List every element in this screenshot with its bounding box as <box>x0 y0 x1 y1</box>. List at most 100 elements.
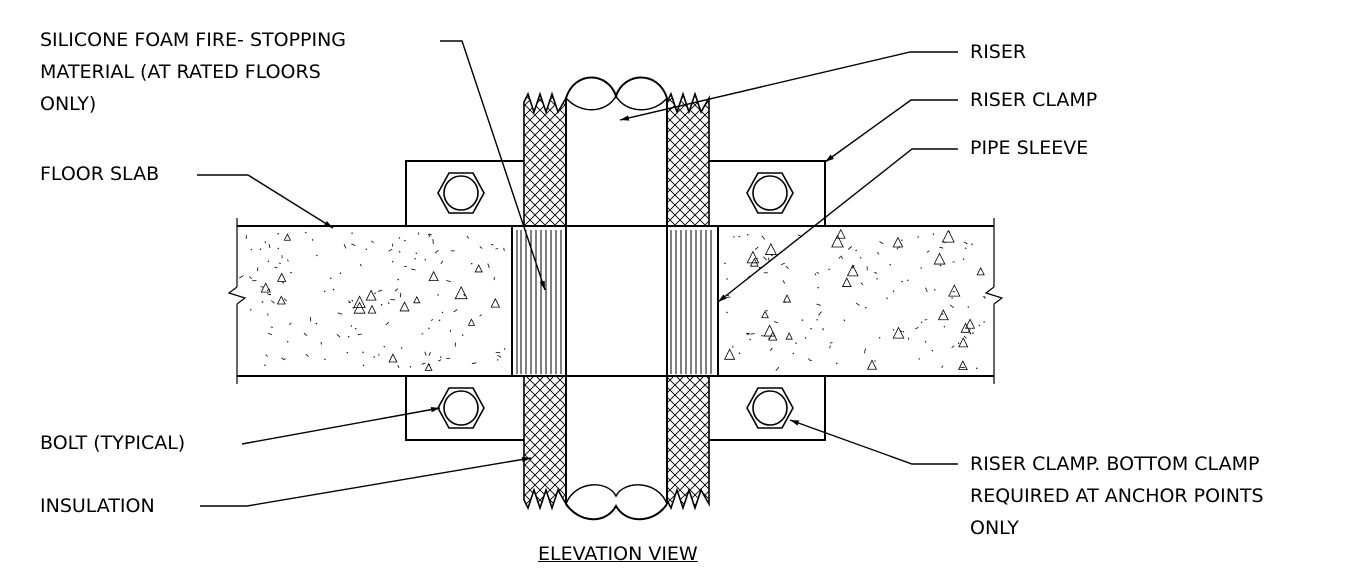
concrete-speck <box>409 366 412 368</box>
concrete-speck <box>723 348 736 360</box>
concrete-speck <box>351 299 354 302</box>
label-pipe-sleeve: PIPE SLEEVE <box>970 137 1089 159</box>
concrete-speck <box>394 288 399 292</box>
concrete-speck <box>795 342 797 344</box>
concrete-speck <box>266 288 271 292</box>
concrete-speck <box>843 319 846 321</box>
concrete-speck <box>892 329 895 331</box>
concrete-speck <box>348 300 350 302</box>
concrete-speck <box>892 290 895 292</box>
bolt-top-right <box>746 172 794 214</box>
concrete-speck <box>941 229 955 243</box>
concrete-speck <box>404 239 406 242</box>
concrete-speck <box>724 262 726 265</box>
concrete-speck <box>841 277 852 287</box>
concrete-speck <box>934 289 936 291</box>
concrete-speck <box>353 295 366 308</box>
view-title: ELEVATION VIEW <box>538 543 698 565</box>
concrete-speck <box>966 242 968 245</box>
concrete-speck <box>276 295 286 305</box>
concrete-speck <box>378 354 380 356</box>
concrete-speck <box>866 359 878 370</box>
concrete-speck <box>397 364 400 368</box>
insulation-right <box>666 91 710 511</box>
concrete-speck <box>466 235 470 239</box>
concrete-speck <box>424 362 433 371</box>
label-riser-clamp: RISER CLAMP <box>970 89 1098 111</box>
concrete-speck <box>957 342 960 345</box>
concrete-speck <box>454 285 468 300</box>
concrete-speck <box>746 250 760 264</box>
concrete-speck <box>421 362 426 365</box>
concrete-speck <box>428 327 430 329</box>
concrete-speck <box>828 268 830 271</box>
concrete-speck <box>769 347 773 352</box>
concrete-speck <box>249 276 253 279</box>
concrete-speck <box>268 244 271 249</box>
concrete-speck <box>892 236 904 248</box>
label-silicone-line2: MATERIAL (AT RATED FLOORS <box>40 61 321 83</box>
concrete-speck <box>835 228 846 239</box>
leader-insulation <box>200 456 532 507</box>
concrete-speck <box>398 251 401 253</box>
concrete-speck <box>878 337 881 339</box>
concrete-speck <box>309 316 312 322</box>
concrete-speck <box>836 362 838 365</box>
concrete-speck <box>932 233 935 235</box>
concrete-speck <box>359 263 362 267</box>
concrete-speck <box>497 354 502 358</box>
concrete-speck <box>879 241 884 245</box>
concrete-speck <box>732 346 734 348</box>
concrete-speck <box>346 351 349 354</box>
concrete-speck <box>365 248 368 250</box>
concrete-speck <box>277 233 279 235</box>
concrete-speck <box>851 264 855 269</box>
concrete-speck <box>978 324 981 327</box>
label-silicone-line3: ONLY) <box>40 93 97 115</box>
concrete-speck <box>432 239 434 245</box>
concrete-speck <box>427 233 431 238</box>
leader-riser-clamp <box>824 99 958 163</box>
concrete-speck <box>746 234 749 236</box>
concrete-speck <box>267 260 270 262</box>
concrete-speck <box>264 241 267 244</box>
concrete-speck <box>898 246 901 248</box>
concrete-speck <box>424 259 426 261</box>
concrete-speck <box>277 247 279 250</box>
concrete-speck <box>320 341 323 345</box>
concrete-speck <box>264 364 266 367</box>
concrete-speck <box>305 353 309 357</box>
concrete-speck <box>775 366 780 371</box>
concrete-speck <box>924 341 927 343</box>
concrete-speck <box>377 289 383 292</box>
concrete-speck <box>284 358 286 360</box>
concrete-speck <box>971 243 973 246</box>
concrete-speck <box>939 246 944 249</box>
concrete-speck <box>782 280 786 284</box>
concrete-speck <box>428 233 432 236</box>
concrete-speck <box>816 303 821 306</box>
concrete-speck <box>350 325 353 327</box>
concrete-speck <box>398 237 401 239</box>
concrete-speck <box>388 353 398 363</box>
concrete-speck <box>265 354 268 357</box>
concrete-speck <box>876 278 878 280</box>
concrete-speck <box>260 282 271 293</box>
concrete-speck <box>960 322 971 333</box>
concrete-speck <box>266 293 271 296</box>
concrete-speck <box>281 281 285 284</box>
concrete-speck <box>877 252 880 255</box>
concrete-speck <box>782 294 792 303</box>
concrete-speck <box>440 260 444 265</box>
concrete-speck <box>817 287 819 289</box>
concrete-speck <box>373 356 375 358</box>
concrete-speck <box>467 318 476 326</box>
concrete-speck <box>941 313 944 315</box>
concrete-speck <box>863 348 867 354</box>
label-riser: RISER <box>970 41 1027 63</box>
label-riser-clamp-bottom-line1: RISER CLAMP. BOTTOM CLAMP <box>970 453 1260 475</box>
concrete-speck <box>976 267 985 276</box>
concrete-speck <box>855 249 857 252</box>
concrete-speck <box>983 295 985 298</box>
